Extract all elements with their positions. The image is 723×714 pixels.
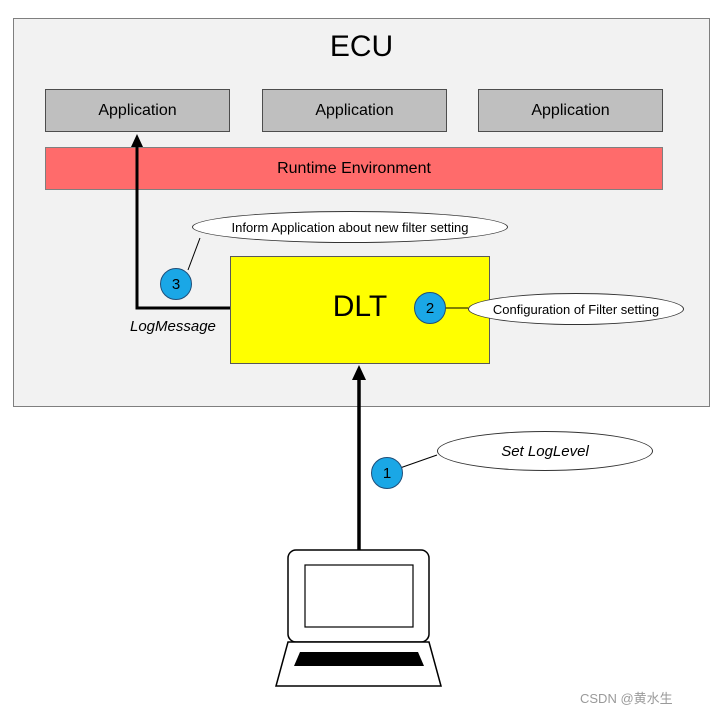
callout-line-3 xyxy=(187,237,201,271)
application-box-2: Application xyxy=(262,89,447,132)
log-message-arrowhead xyxy=(131,134,143,147)
laptop-icon xyxy=(275,549,442,687)
set-loglevel-arrowhead xyxy=(352,365,366,380)
application-box-1: Application xyxy=(45,89,230,132)
callout-line-1 xyxy=(399,454,438,469)
watermark: CSDN @黄水生 xyxy=(580,691,673,706)
step-badge-3: 3 xyxy=(160,268,192,300)
ecu-title: ECU xyxy=(329,30,394,63)
note-bubble-3: Inform Application about new filter sett… xyxy=(192,211,508,243)
dlt-box xyxy=(230,256,490,364)
step-badge-2: 2 xyxy=(414,292,446,324)
log-message-label: LogMessage xyxy=(130,318,216,335)
step-badge-1: 1 xyxy=(371,457,403,489)
runtime-environment-box: Runtime Environment xyxy=(45,147,663,190)
log-message-arrow xyxy=(135,145,230,310)
application-box-3: Application xyxy=(478,89,663,132)
note-bubble-1: Set LogLevel xyxy=(437,431,653,471)
note-bubble-2: Configuration of Filter setting xyxy=(468,293,684,325)
dlt-label: DLT xyxy=(332,290,388,323)
